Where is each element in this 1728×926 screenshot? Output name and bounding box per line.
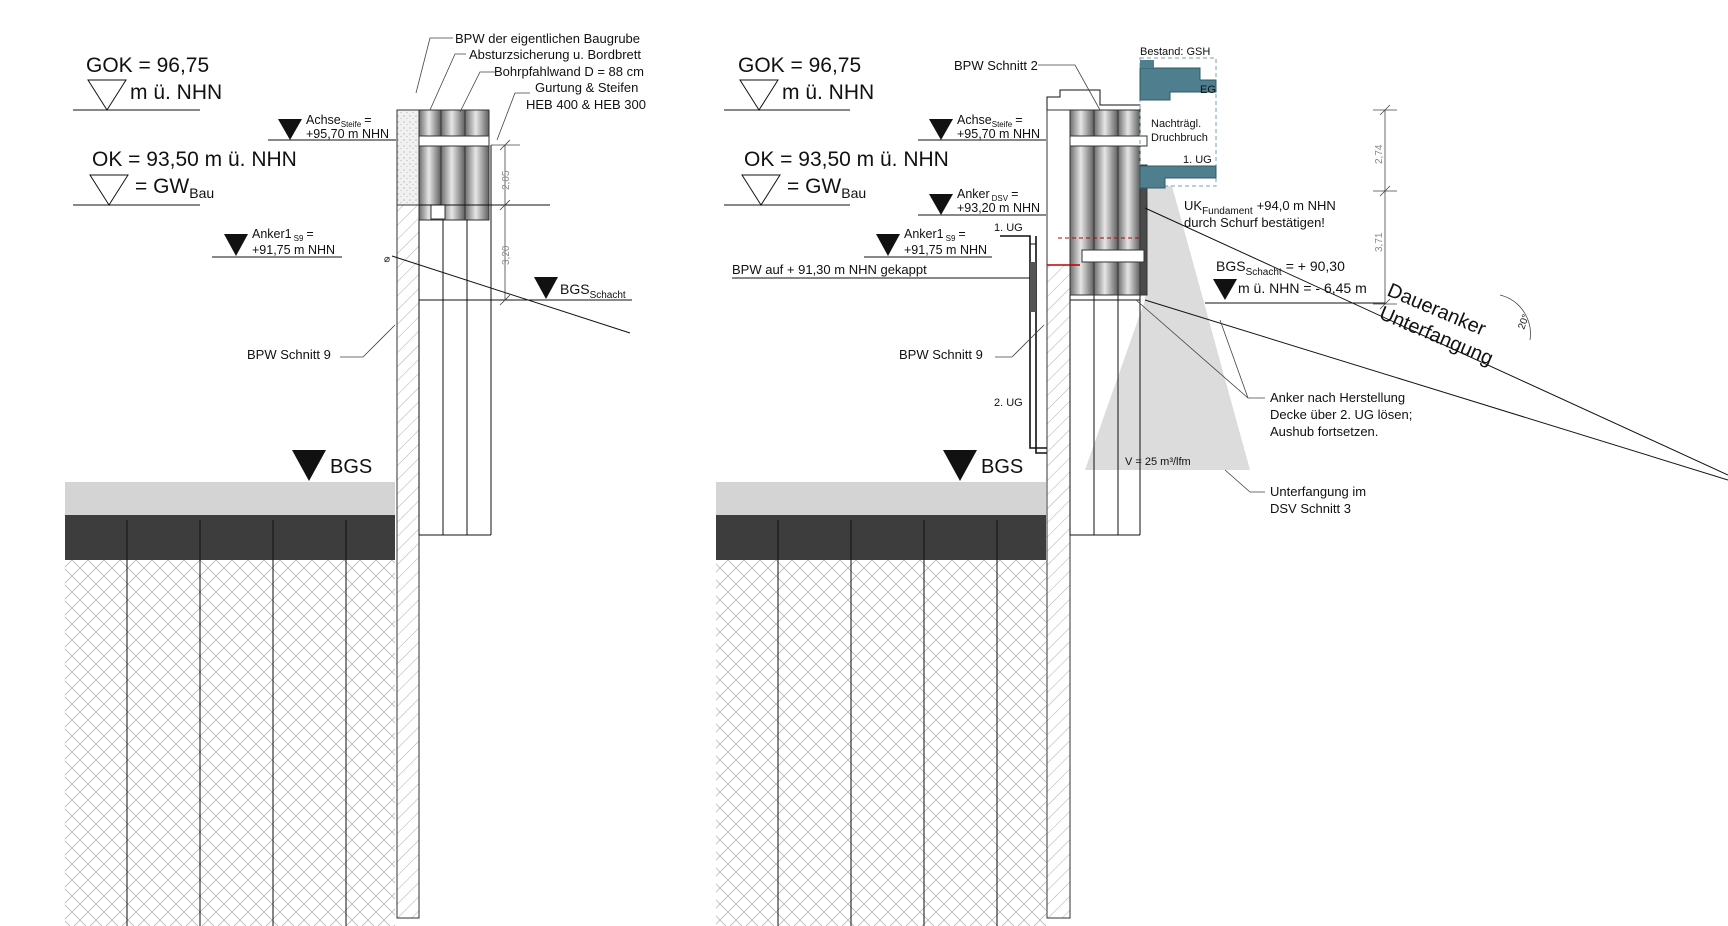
right-bgs-schacht-line2: m ü. NHN = - 6,45 m (1238, 280, 1367, 296)
left-achse-marker-icon (278, 119, 302, 140)
left-anker1-marker-icon (224, 234, 248, 256)
right-foundation-piles (777, 520, 998, 926)
right-gok-triangle-icon (739, 79, 779, 111)
right-bgs-label: BGS (981, 456, 1023, 478)
right-schnitt9-leader (995, 324, 1045, 358)
right-angle-label: 20° (1516, 313, 1532, 331)
right-anker-note-2: Decke über 2. UG lösen; (1270, 407, 1412, 422)
right-anker-dsv-value: +93,20 m NHN (957, 201, 1040, 215)
right-anker-note-3: Aushub fortsetzen. (1270, 424, 1378, 439)
right-unterf-note-2: DSV Schnitt 3 (1270, 501, 1351, 516)
right-bpw-schnitt9: BPW Schnitt 9 (899, 347, 983, 362)
left-achse-value: +95,70 m NHN (306, 127, 389, 141)
left-ground-layer-light (65, 482, 395, 515)
left-schnitt9-leader (340, 324, 396, 358)
right-anker1-marker-icon (876, 234, 900, 256)
left-anchor-mark: ⌀ (384, 254, 390, 265)
right-achse-marker-icon (929, 119, 953, 140)
right-ground-layer-dark (716, 515, 1046, 560)
right-druchbruch-1: Nachträgl. (1151, 118, 1201, 130)
left-bgs-marker-icon (292, 450, 326, 481)
right-schnitt2-leader (1038, 64, 1101, 111)
left-pile-wall (396, 109, 420, 919)
left-callout-heb: HEB 400 & HEB 300 (526, 97, 646, 112)
right-angle-arc (1499, 294, 1531, 341)
right-anker-note-leader-2 (1219, 319, 1249, 399)
right-capping-beam (1046, 109, 1071, 266)
right-bgs-schacht-label: BGSSchacht= + 90,30 (1216, 258, 1345, 278)
right-anker1-value: +91,75 m NHN (904, 243, 987, 257)
left-bgs-schacht-marker-icon (534, 277, 558, 299)
right-gw-label: = GWBau (787, 175, 866, 201)
right-uk-label: UKFundament+94,0 m NHN (1184, 198, 1336, 217)
left-anchor-line (391, 255, 631, 334)
left-dim-320: 3,20 (501, 245, 512, 265)
right-existing-building-gsh (1139, 57, 1217, 189)
right-eg: EG (1200, 84, 1216, 96)
left-callout-bpw-baugrube: BPW der eigentlichen Baugrube (455, 31, 640, 46)
right-bestand: Bestand: GSH (1140, 46, 1210, 58)
right-unterf-note-leader (1224, 469, 1265, 493)
right-ug1-right: 1. UG (1183, 154, 1212, 166)
left-callout-gurtung: Gurtung & Steifen (535, 80, 638, 95)
right-druchbruch-2: Druchbruch (1151, 132, 1208, 144)
left-gok-triangle-icon (87, 79, 127, 111)
right-capping-outline (1046, 89, 1141, 118)
right-achse-value: +95,70 m NHN (957, 127, 1040, 141)
right-dim-371: 3,71 (1374, 232, 1385, 252)
right-volume: V = 25 m³/lfm (1125, 456, 1191, 468)
right-anker-note-1: Anker nach Herstellung (1270, 390, 1405, 405)
left-gw-label: = GWBau (135, 175, 214, 201)
left-ground-layer-dark (65, 515, 395, 560)
right-bgs-marker-icon (943, 450, 977, 481)
right-bgs-schacht-marker-icon (1213, 279, 1237, 300)
left-section: 2,05 3,20 ⌀ GOK = 96,75 m ü. NHN OK = 93… (65, 31, 646, 926)
right-anker-dsv-marker-icon (929, 194, 953, 215)
left-callout-absturz: Absturzsicherung u. Bordbrett (469, 47, 641, 62)
left-foundation-piles (126, 520, 347, 926)
right-gok-value: GOK = 96,75 (738, 54, 861, 77)
right-dimension-line (1373, 104, 1397, 310)
left-dimension-line (491, 139, 520, 306)
right-ground-layer-light (716, 482, 1046, 515)
right-ug1-left: 1. UG (994, 222, 1023, 234)
right-gw-triangle-icon (741, 174, 781, 206)
left-bgs-schacht-label: BGSSchacht (560, 281, 626, 301)
right-pit-lines (1069, 295, 1141, 536)
right-achse-label: AchseSteife= (957, 113, 1023, 129)
left-bgs-label: BGS (330, 456, 372, 478)
left-dim-205: 2,05 (501, 170, 512, 190)
right-gok-unit: m ü. NHN (782, 81, 874, 104)
left-callout-leaders (415, 37, 530, 141)
right-schurf: durch Schurf bestätigen! (1184, 215, 1325, 230)
left-gw-triangle-icon (89, 174, 129, 206)
right-dim-274: 2,74 (1374, 144, 1385, 164)
right-pile-group (1069, 109, 1148, 296)
left-bpw-schnitt9: BPW Schnitt 9 (247, 347, 331, 362)
right-ug2: 2. UG (994, 397, 1023, 409)
left-gok-unit: m ü. NHN (130, 81, 222, 104)
right-bpw-gekappt: BPW auf + 91,30 m NHN gekappt (732, 262, 927, 277)
left-achse-label: AchseSteife= (306, 113, 372, 129)
right-section: 2,74 3,71 20° GOK = 96,75 m ü. NHN OK = … (716, 46, 1728, 926)
left-pile-group (418, 109, 490, 221)
left-ok-value: OK = 93,50 m ü. NHN (92, 148, 297, 171)
left-callout-bohrpfahl: Bohrpfahlwand D = 88 cm (494, 64, 644, 79)
right-bpw-schnitt2: BPW Schnitt 2 (954, 58, 1038, 73)
right-unterf-note-1: Unterfangung im (1270, 484, 1366, 499)
left-anker1-value: +91,75 m NHN (252, 243, 335, 257)
left-capping-beam (396, 109, 420, 206)
left-gok-value: GOK = 96,75 (86, 54, 209, 77)
left-soil-hatch (65, 560, 395, 926)
right-ok-value: OK = 93,50 m ü. NHN (744, 148, 949, 171)
right-existing-building-left (1000, 235, 1080, 454)
right-anchor-line-upper (1144, 207, 1728, 476)
right-anchor-line-lower (1144, 299, 1728, 481)
right-soil-hatch (716, 560, 1046, 926)
